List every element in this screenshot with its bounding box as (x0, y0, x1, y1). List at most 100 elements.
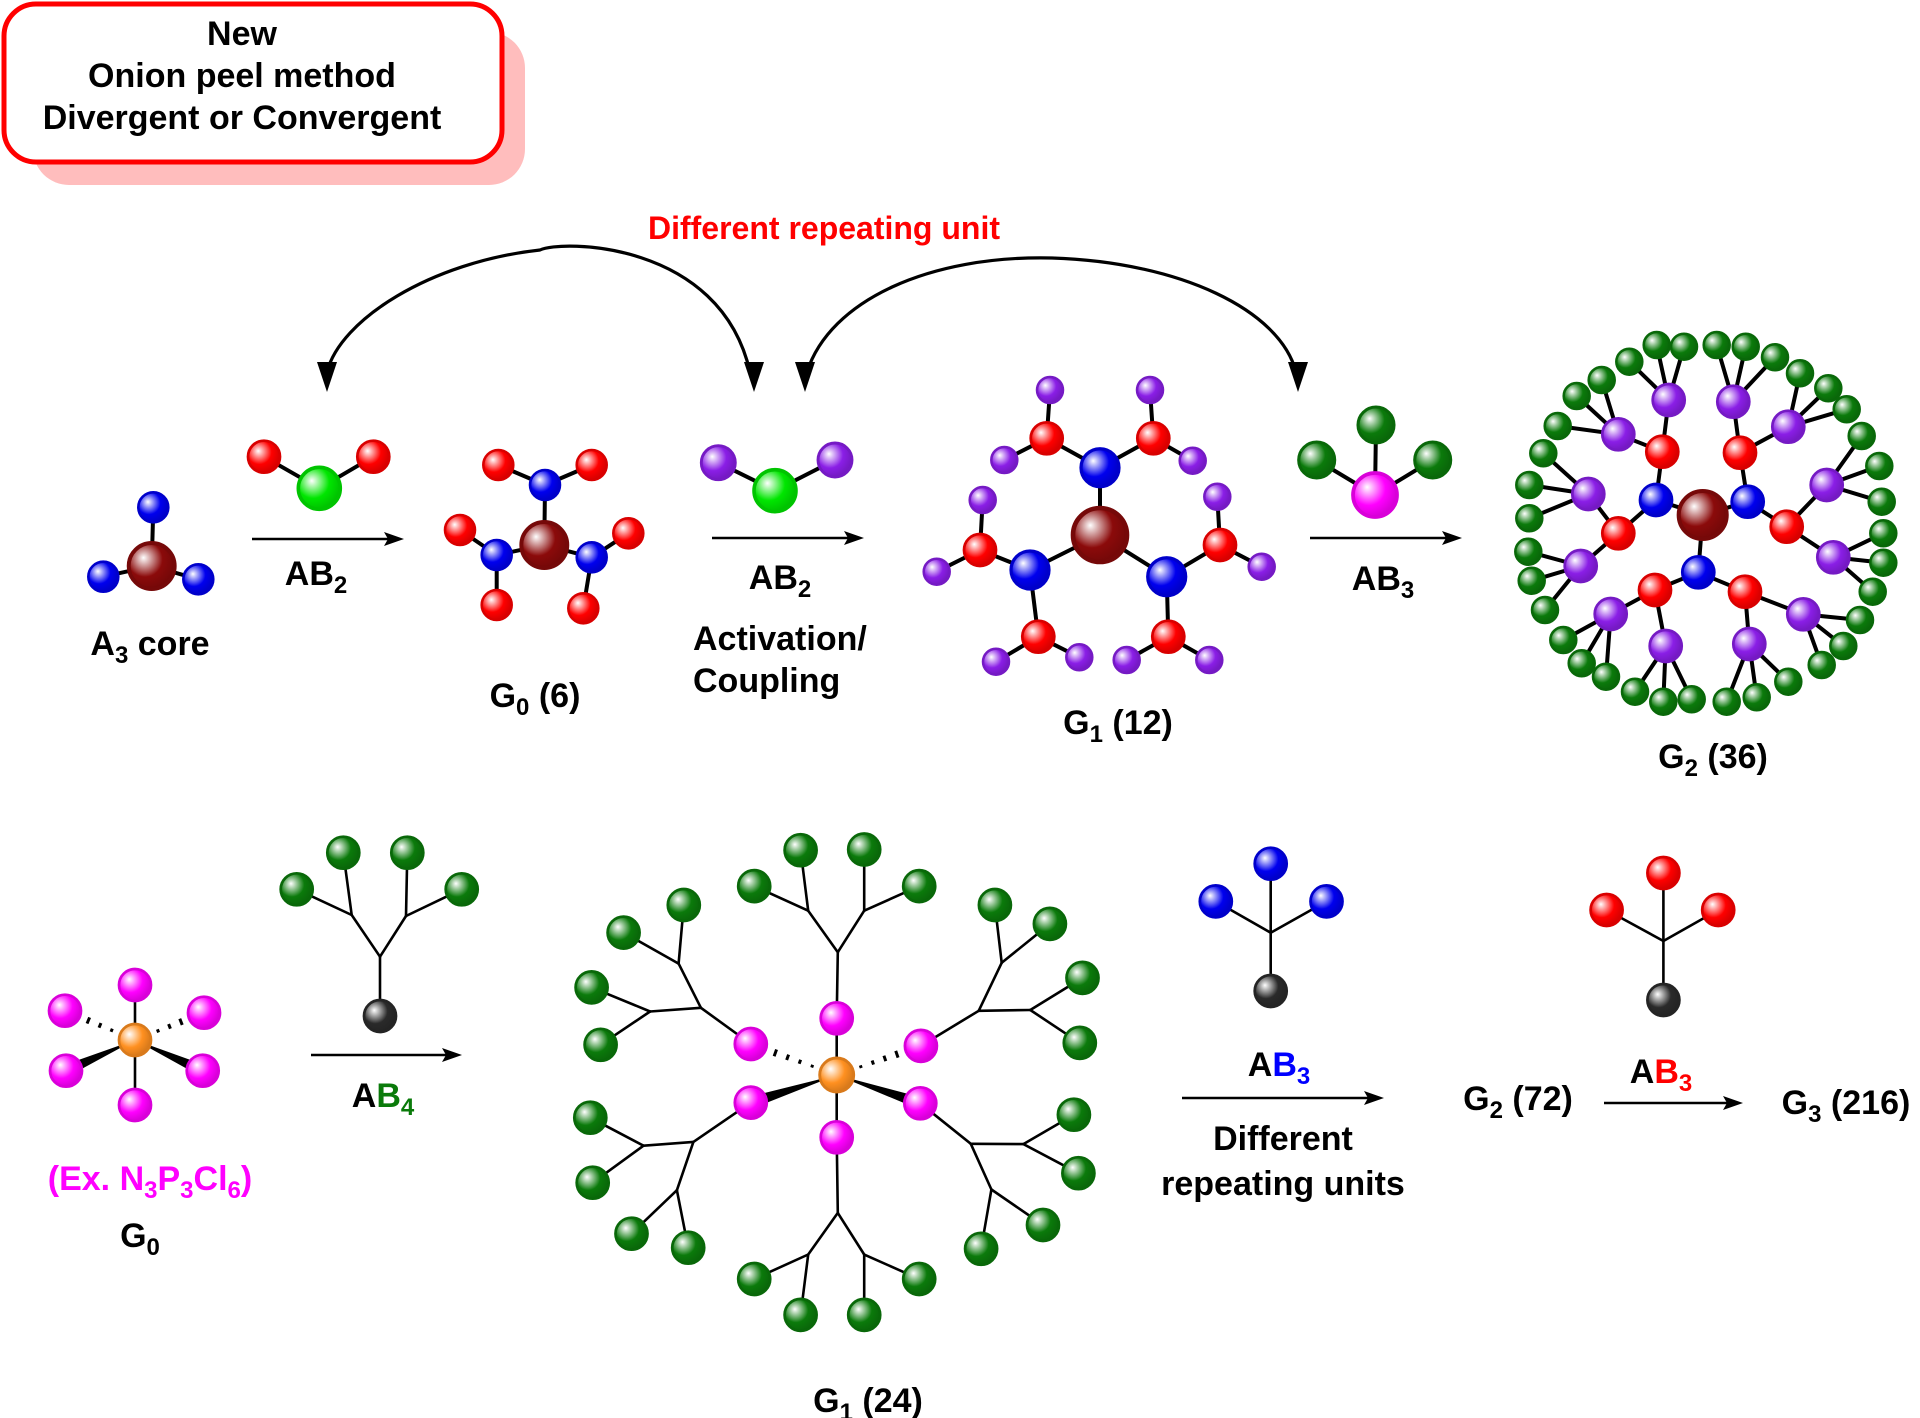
callout-frame (1, 1, 505, 165)
ab3-b-atom (1297, 440, 1337, 480)
green-terminal-atom (1702, 330, 1731, 360)
green-terminal-atom (1620, 677, 1650, 706)
purple-atom (1785, 596, 1821, 632)
green-terminal-atom (1774, 667, 1803, 696)
g1-24-label: G1 (24) (813, 1382, 923, 1418)
reaction-arrow-top-3 (1310, 531, 1462, 545)
core-atom (126, 541, 177, 591)
purple-atom (981, 647, 1011, 676)
reaction-arrow-bottom-1 (311, 1048, 462, 1062)
reaction-arrow-top-2 (712, 531, 864, 545)
ab2-b-atom (699, 444, 737, 482)
blue-atom (575, 541, 608, 574)
purple-atom (1731, 626, 1767, 662)
green-terminal-atom (1712, 687, 1741, 716)
blue-atom (1146, 556, 1188, 598)
green-terminal-atom (1032, 906, 1068, 942)
purple-atom (990, 445, 1019, 475)
g2-36-label: G2 (36) (1658, 738, 1768, 782)
wedge-bond (748, 1075, 837, 1109)
ab3-b-atom (1356, 405, 1396, 445)
purple-atom (1065, 643, 1094, 672)
different-label: Different (1213, 1120, 1353, 1158)
bond (350, 913, 382, 959)
phosphorus-core-atom (818, 1056, 856, 1094)
green-terminal-atom (783, 832, 818, 868)
chlorine-site-atom (117, 967, 153, 1003)
green-terminal-atom (1869, 548, 1898, 577)
green-terminal-atom (963, 1231, 999, 1267)
g0-label: G0 (120, 1217, 160, 1261)
red-atom (567, 592, 600, 625)
purple-atom (1770, 409, 1806, 445)
green-terminal-atom (1515, 470, 1544, 500)
green-terminal-atom (1549, 625, 1578, 655)
ab2-b-atom (355, 439, 391, 475)
core-atom (519, 520, 570, 570)
blue-atom (1079, 447, 1121, 489)
purple-atom (968, 485, 997, 515)
step2-reagent-label: AB2 (749, 559, 811, 603)
green-terminal-atom (1807, 650, 1836, 680)
bond (648, 1006, 703, 1013)
wedge-bond (836, 1075, 923, 1110)
linker-atom (903, 1028, 939, 1064)
green-terminal-atom (1056, 1097, 1092, 1133)
arrowhead-icon (1288, 362, 1308, 392)
red-atom (1150, 619, 1186, 655)
ab3-red-b-atom (1700, 892, 1736, 928)
green-terminal-atom (1061, 1155, 1096, 1191)
curved-arrow-left (325, 244, 752, 373)
purple-atom (1135, 375, 1165, 405)
bond (836, 909, 866, 954)
bond (977, 961, 1004, 1013)
ab3-red-reagent-label: AB3 (1630, 1053, 1692, 1097)
chlorine-site-atom (186, 995, 222, 1031)
green-terminal-atom (1062, 1025, 1098, 1061)
green-terminal-atom (1829, 631, 1858, 661)
purple-atom (1195, 645, 1224, 675)
ab3-blue-b-atom (1253, 846, 1289, 882)
green-terminal-atom (1530, 595, 1560, 625)
blue-atom (1730, 484, 1766, 520)
different-repeating-unit-label: Different repeating unit (648, 210, 1000, 246)
linker-atom (819, 1000, 855, 1036)
ab2-b-atom (816, 441, 854, 479)
purple-atom (922, 557, 951, 586)
red-atom (575, 448, 608, 482)
blue-atom (480, 538, 513, 572)
green-terminal-atom (1517, 566, 1546, 595)
red-atom (1029, 420, 1065, 456)
a3-core-label: A3 core (90, 625, 209, 669)
coupling-label: Coupling (693, 662, 840, 700)
ab3-blue-b-atom (1198, 884, 1234, 919)
red-atom (480, 588, 513, 622)
linker-atom (902, 1085, 938, 1121)
red-atom (443, 513, 477, 547)
atom-layer (47, 330, 1898, 1333)
purple-atom (1570, 476, 1606, 512)
curved-arrow-right (805, 256, 1298, 373)
bond (977, 1008, 1032, 1013)
green-terminal-atom (1514, 537, 1543, 566)
arrowhead-icon (744, 362, 764, 392)
arrowhead-icon (317, 362, 337, 392)
ab4-b-atom (325, 835, 361, 871)
g2-72-label: G2 (72) (1463, 1080, 1573, 1124)
reaction-arrow-top-1 (252, 532, 404, 546)
green-terminal-atom (1025, 1207, 1061, 1243)
repeating-units-label: repeating units (1161, 1165, 1405, 1203)
red-atom (1727, 574, 1763, 610)
green-terminal-atom (901, 868, 937, 904)
purple-atom (1112, 645, 1141, 675)
green-terminal-atom (1562, 381, 1591, 411)
green-terminal-atom (1760, 343, 1790, 372)
bond (836, 1211, 866, 1256)
example-n3p3cl6-label: (Ex. N3P3Cl6) (48, 1160, 252, 1204)
red-atom (962, 532, 998, 568)
red-atom (1020, 619, 1056, 655)
hashed-bond (73, 1011, 126, 1037)
bond (378, 914, 408, 959)
purple-atom (1203, 482, 1232, 511)
g3-216-label: G3 (216) (1782, 1084, 1911, 1128)
